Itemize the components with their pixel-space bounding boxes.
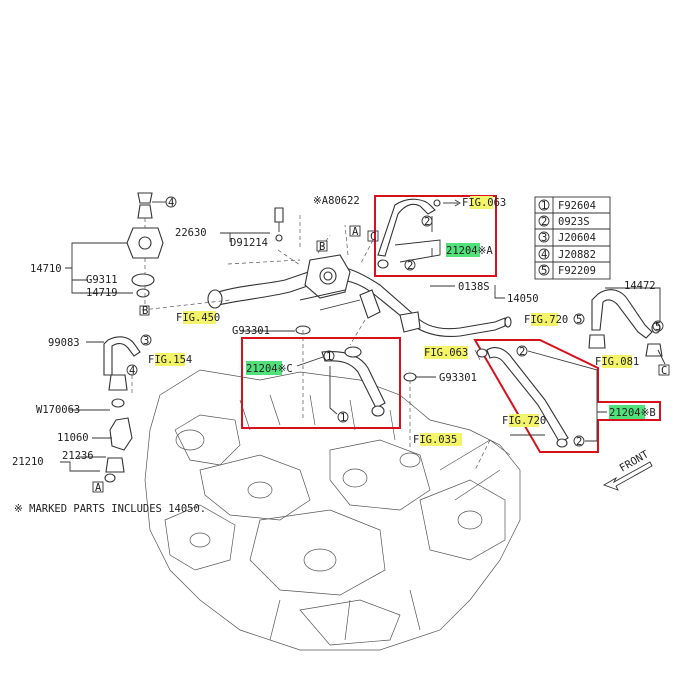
figure-references: FIG.063 FIG.450 FIG.720 FIG.154 FIG.063 … — [148, 196, 639, 446]
circled-4-left: 4 — [129, 365, 135, 377]
circled-4-top: 4 — [168, 197, 174, 209]
fig-ref-035: FIG.035 — [413, 434, 457, 446]
circled-2-b-bottom: 2 — [576, 436, 582, 448]
part-label-d91214: D91214 — [230, 237, 268, 249]
callout-box-a — [374, 195, 497, 277]
part-label-14710: 14710 — [30, 263, 62, 275]
leader-lines — [141, 215, 491, 471]
circled-1-c-bottom: 1 — [340, 412, 346, 424]
legend-code-1: F92604 — [558, 200, 596, 212]
legend-num-1: 1 — [541, 200, 547, 212]
legend-code-2: 0923S — [558, 216, 590, 228]
part-labels: 14710 22630 D91214 ※A80622 G9311 14719 9… — [12, 195, 656, 468]
legend-code-3: J20604 — [558, 232, 596, 244]
part-label-21210: 21210 — [12, 456, 44, 468]
circled-numbers: 4 3 4 2 2 1 1 2 2 5 5 — [126, 196, 664, 448]
part-label-0138s: 0138S — [458, 281, 490, 293]
part-label-w170063: W170063 — [36, 404, 80, 416]
legend-num-4: 4 — [541, 249, 547, 261]
part-label-g93301-left: G93301 — [232, 325, 270, 337]
part-label-21236: 21236 — [62, 450, 94, 462]
circled-5-right-left: 5 — [576, 314, 582, 326]
legend-code-5: F92209 — [558, 265, 596, 277]
sensor-22630 — [220, 207, 284, 242]
marker-b-top: B — [319, 241, 325, 253]
marker-a-left: A — [95, 482, 102, 494]
part-label-22630: 22630 — [175, 227, 207, 239]
marker-c-top: C — [370, 231, 376, 243]
part-label-11060: 11060 — [57, 432, 89, 444]
legend-code-4: J20882 — [558, 249, 596, 261]
callout-labels: 21204※A 21204※B 21204※C — [246, 243, 656, 419]
part-label-14719: 14719 — [86, 287, 118, 299]
callout-box-b — [473, 339, 661, 453]
fig-ref-720-lower: FIG.720 — [502, 415, 546, 427]
footnote: ※ MARKED PARTS INCLUDES 14050. — [14, 503, 206, 515]
marker-a-top: A — [352, 226, 359, 238]
fig-ref-450: FIG.450 — [176, 312, 220, 324]
callout-label-21204-a: 21204※A — [446, 245, 493, 257]
part-label-a80622: ※A80622 — [313, 195, 360, 207]
circled-2-b-top: 2 — [519, 346, 525, 358]
circled-5-right: 5 — [655, 321, 661, 333]
callout-label-21204-b: 21204※B — [609, 407, 656, 419]
legend-num-3: 3 — [541, 232, 547, 244]
fig-ref-063-top: FIG.063 — [462, 197, 506, 209]
part-label-g93301-right: G93301 — [439, 372, 477, 384]
part-label-14050: 14050 — [507, 293, 539, 305]
legend-table: 1 F92604 2 0923S 3 J20604 4 J20882 5 F92… — [534, 196, 611, 280]
circled-1-c-top: 1 — [326, 351, 332, 363]
marker-c-right: C — [661, 365, 667, 377]
legend-num-5: 5 — [541, 265, 547, 277]
part-label-g9311: G9311 — [86, 274, 118, 286]
part-label-99083: 99083 — [48, 337, 80, 349]
square-markers: A B C B A C — [92, 225, 670, 494]
front-arrow-icon — [602, 461, 653, 491]
engine-block-drawing — [144, 369, 521, 651]
fig-ref-081: FIG.081 — [595, 356, 639, 368]
front-indicator: FRONT — [602, 448, 653, 491]
circled-3-left: 3 — [143, 335, 149, 347]
fig-ref-063-middle: FIG.063 — [424, 347, 468, 359]
callout-box-c — [241, 337, 401, 429]
fig-ref-720-right: FIG.720 — [524, 314, 568, 326]
circled-2-a-top: 2 — [424, 216, 430, 228]
hose-99083 — [60, 336, 141, 483]
legend-num-2: 2 — [541, 216, 547, 228]
callout-label-21204-c: 21204※C — [246, 363, 293, 375]
circled-2-a-bottom: 2 — [407, 260, 413, 272]
fig-ref-154: FIG.154 — [148, 354, 192, 366]
hose-14472 — [588, 287, 666, 365]
marker-b-left: B — [142, 305, 148, 317]
thermostat-assembly-14710 — [126, 192, 164, 316]
part-label-14472: 14472 — [624, 280, 656, 292]
